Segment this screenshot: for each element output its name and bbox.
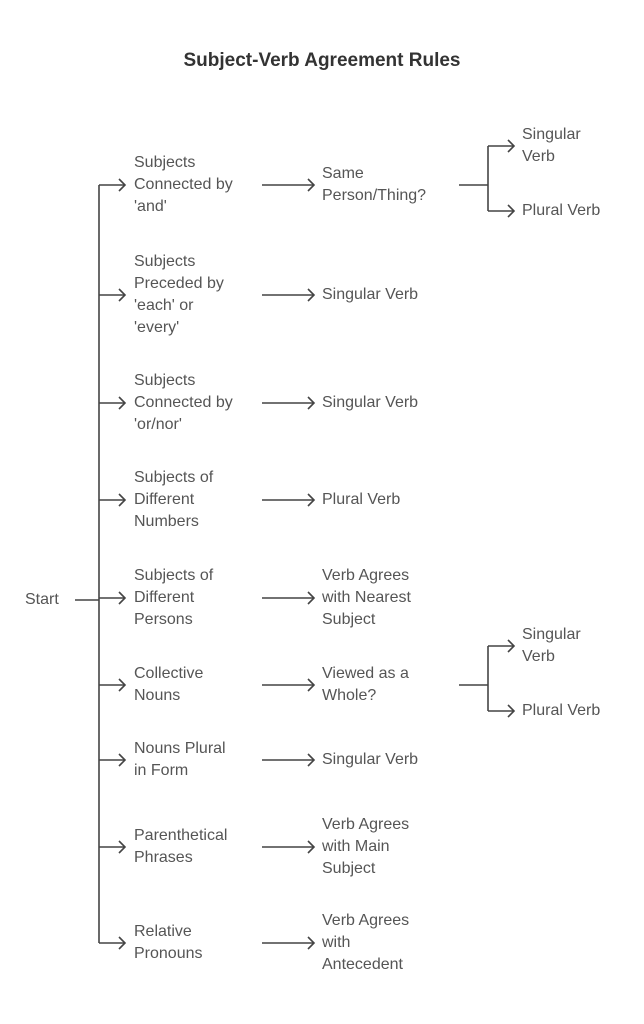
arrow-icon — [307, 493, 316, 507]
arrow-icon — [507, 204, 516, 218]
result-node: Singular Verb — [322, 394, 419, 411]
start-node: Start — [25, 591, 59, 608]
arrow-icon — [307, 288, 316, 302]
arrow-icon — [118, 678, 127, 692]
arrow-icon — [307, 678, 316, 692]
rule-node: Relative Pronouns — [134, 923, 203, 962]
result-node: Verb Agrees with Nearest Subject — [322, 567, 411, 628]
arrow-icon — [118, 840, 127, 854]
result-node: Plural Verb — [322, 491, 401, 508]
arrow-icon — [507, 639, 516, 653]
result-node: Singular Verb — [322, 751, 419, 768]
arrow-icon — [307, 936, 316, 950]
outcome-node-yes: Singular Verb — [522, 126, 581, 165]
arrow-icon — [118, 493, 127, 507]
result-node: Viewed as a Whole? — [322, 665, 409, 704]
arrow-icon — [118, 591, 127, 605]
rule-node: Subjects Connected by 'and' — [134, 154, 233, 215]
arrow-icon — [118, 288, 127, 302]
arrow-icon — [307, 396, 316, 410]
arrow-icon — [507, 139, 516, 153]
arrow-icon — [307, 840, 316, 854]
rule-node: Nouns Plural in Form — [134, 740, 226, 779]
arrow-icon — [307, 178, 316, 192]
arrow-icon — [307, 591, 316, 605]
arrow-icon — [507, 704, 516, 718]
rule-node: Parenthetical Phrases — [134, 827, 228, 866]
arrow-icon — [118, 936, 127, 950]
arrow-icon — [307, 753, 316, 767]
outcome-node-no: Plural Verb — [522, 702, 601, 719]
result-node: Verb Agrees with Antecedent — [322, 912, 410, 973]
result-node: Singular Verb — [322, 286, 419, 303]
rule-node: Collective Nouns — [134, 665, 204, 704]
rule-node: Subjects of Different Persons — [134, 567, 214, 628]
result-node: Same Person/Thing? — [322, 165, 427, 204]
arrow-icon — [118, 396, 127, 410]
rule-node: Subjects Connected by 'or/nor' — [134, 372, 233, 433]
arrow-icon — [118, 178, 127, 192]
outcome-node-no: Plural Verb — [522, 202, 601, 219]
diagram-title: Subject-Verb Agreement Rules — [183, 50, 461, 71]
arrow-icon — [118, 753, 127, 767]
result-node: Verb Agrees with Main Subject — [322, 816, 410, 877]
rule-node: Subjects Preceded by 'each' or 'every' — [134, 253, 224, 336]
rule-node: Subjects of Different Numbers — [134, 469, 214, 530]
outcome-node-yes: Singular Verb — [522, 626, 581, 665]
